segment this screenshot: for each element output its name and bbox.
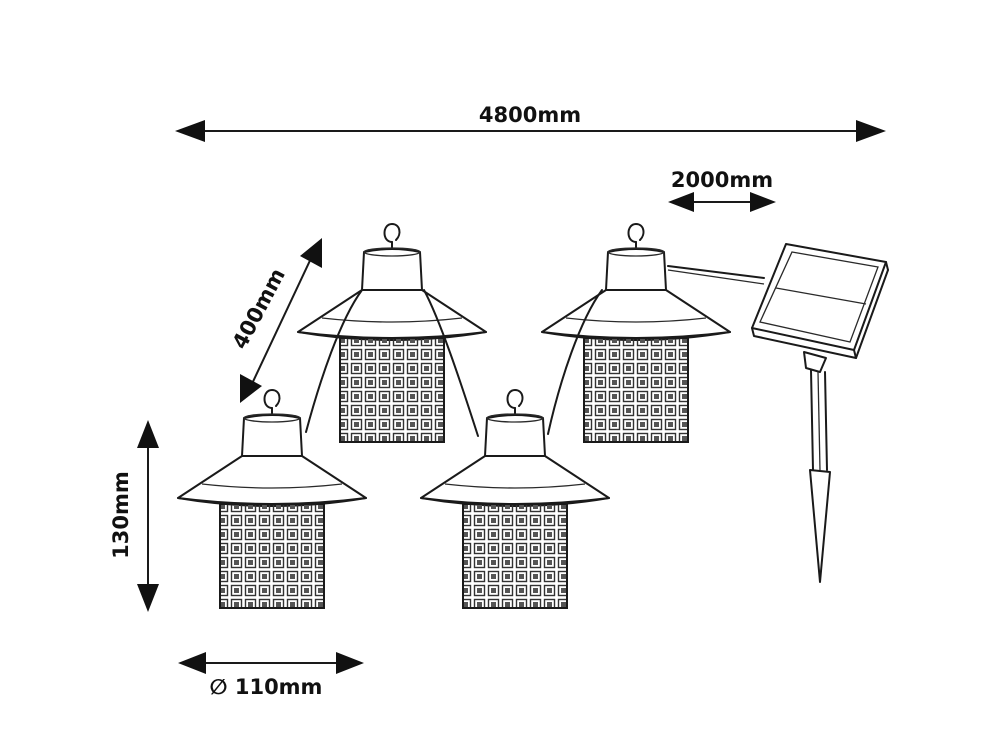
dimension-height: 130mm [109,420,159,612]
total-length-label: 4800mm [479,103,581,127]
lantern-1 [177,389,367,609]
lantern-4 [541,223,731,443]
string-cable [305,265,765,437]
solar-panel [751,243,889,359]
diameter-label: ∅ 110mm [210,675,323,699]
dimension-lantern-spacing: 400mm [228,238,322,403]
lantern-spacing-label: 400mm [228,264,290,353]
height-label: 130mm [109,471,133,559]
cable-to-panel-label: 2000mm [671,168,773,192]
dimension-total-length: 4800mm [175,103,886,142]
dimension-cable-to-panel: 2000mm [668,168,776,212]
lantern-2 [297,223,487,443]
dimension-diameter: ∅ 110mm [178,652,364,699]
lantern-3 [420,389,610,609]
ground-stake [803,351,831,583]
